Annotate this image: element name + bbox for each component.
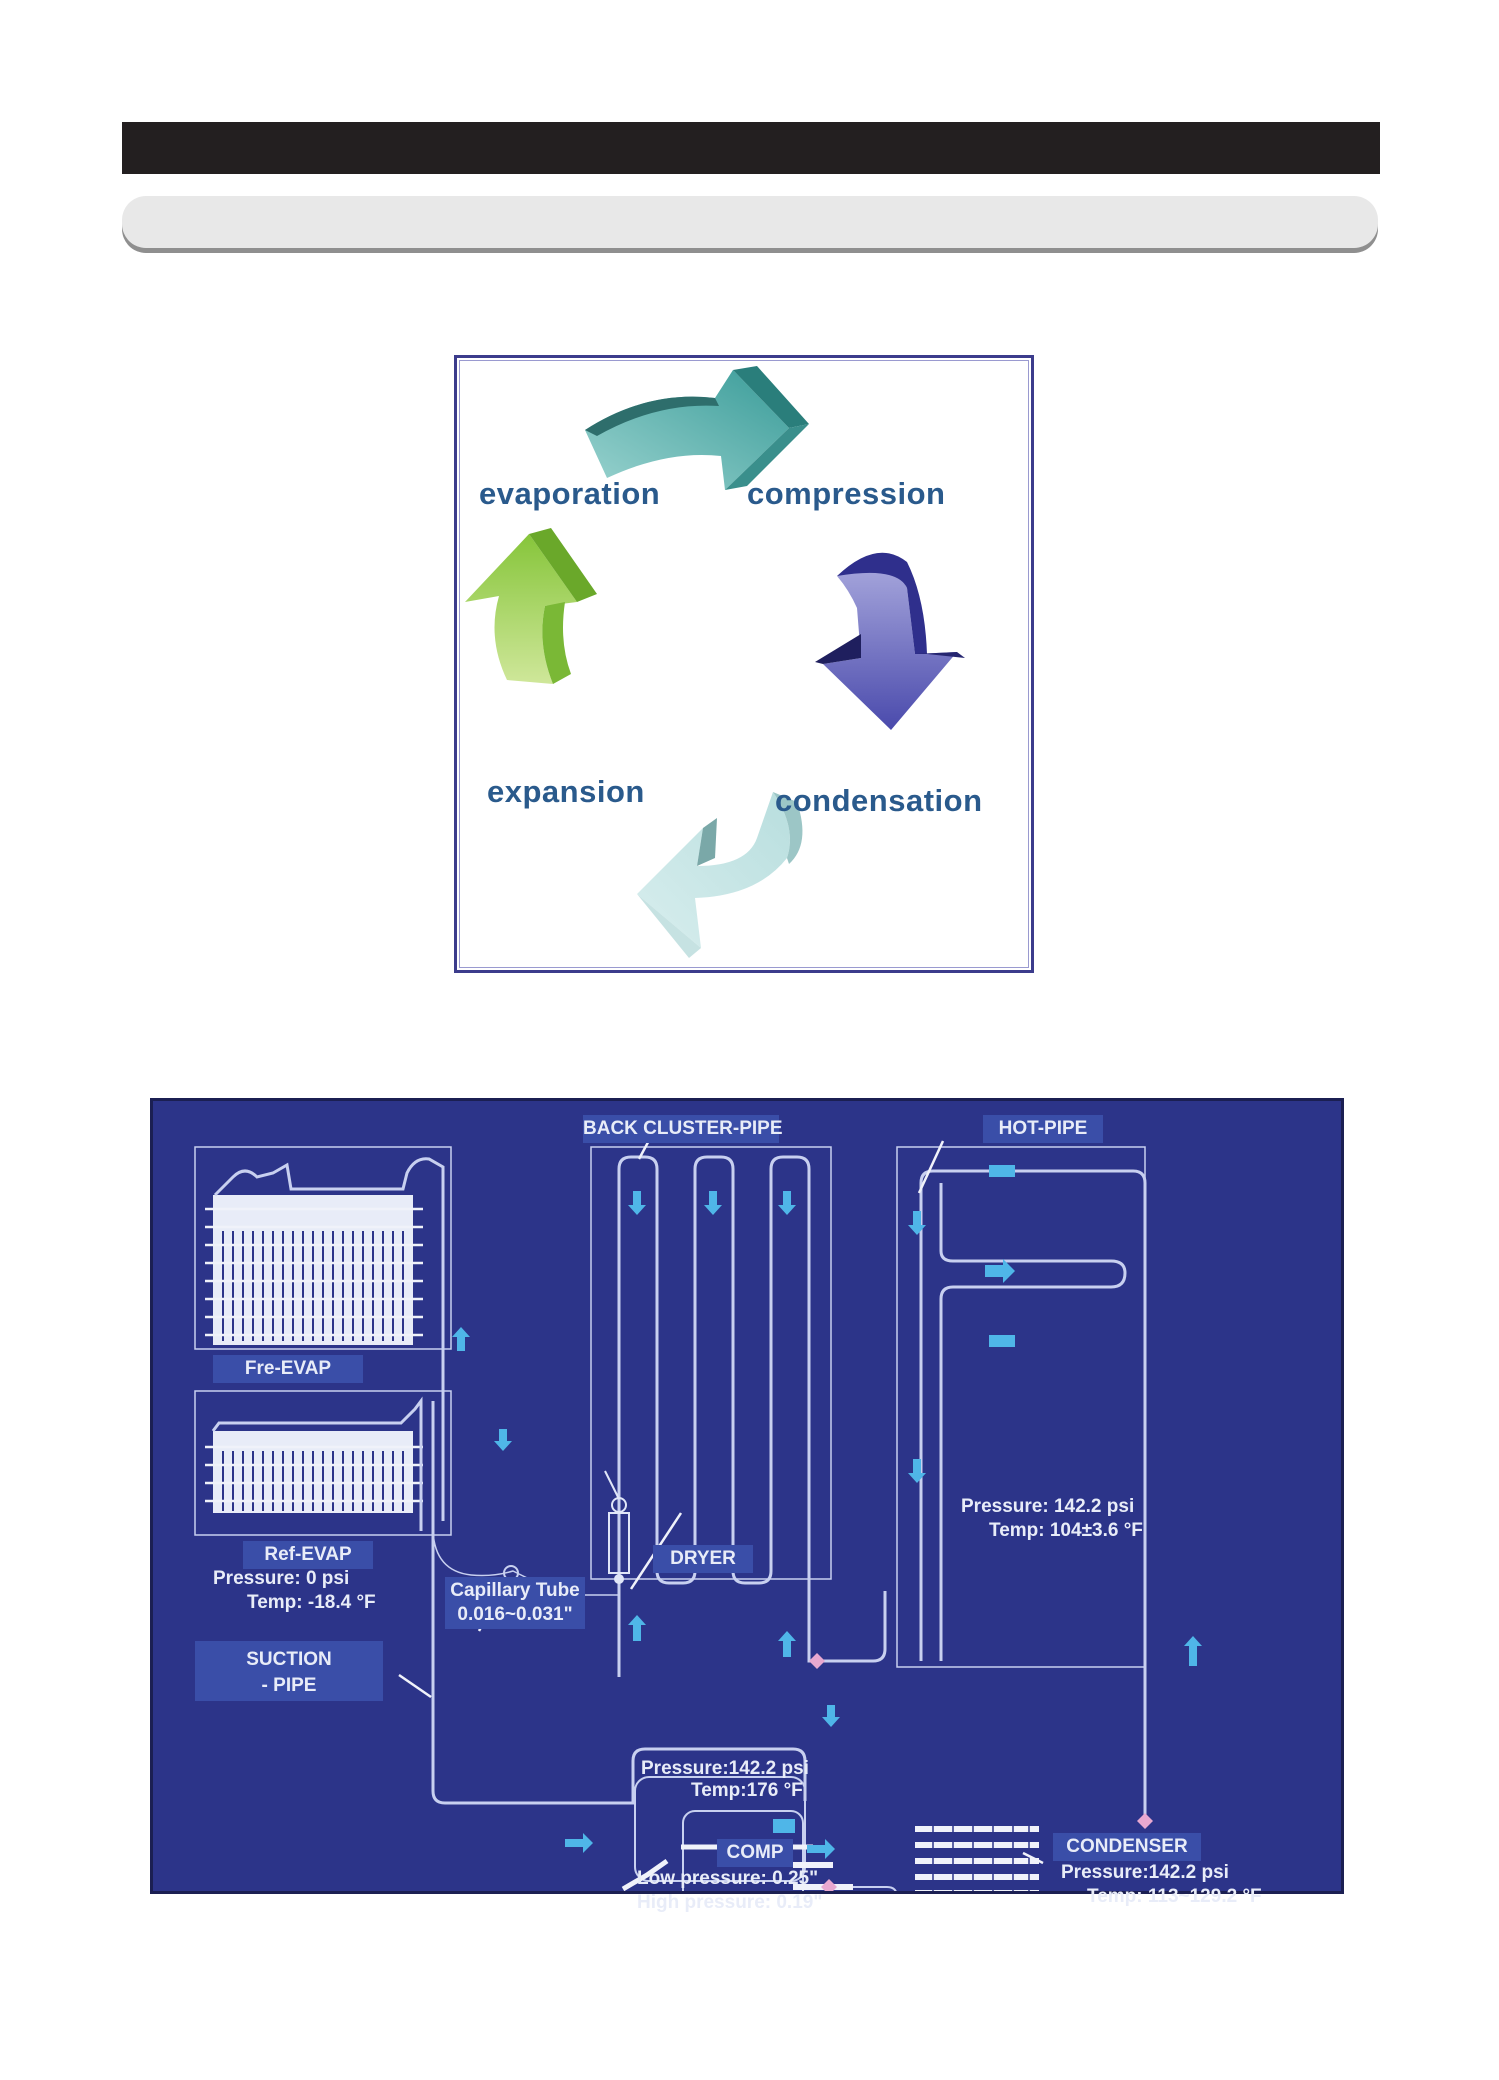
capillary-tube-diameter: 0.016~0.031"	[457, 1604, 573, 1625]
flow-arrow-down-icon	[908, 1211, 926, 1235]
refrigeration-cycle-figure: evaporation compression condensation exp…	[454, 355, 1034, 973]
joint-icon	[809, 1653, 825, 1669]
condenser-temp: Temp: 113~129.2 °F	[1087, 1886, 1262, 1907]
flow-arrow-down-icon	[628, 1191, 646, 1215]
section-subtitle-pill	[122, 196, 1378, 248]
ref-evap-temp: Temp: -18.4 °F	[247, 1592, 376, 1613]
joint-icon	[821, 1879, 837, 1891]
flow-arrow-up-icon	[628, 1615, 646, 1641]
label-compression: compression	[747, 476, 946, 511]
suction-pipe-line2: - PIPE	[261, 1675, 317, 1696]
comp-high-pressure: High pressure: 0.19"	[637, 1892, 823, 1913]
label-hot-pipe: HOT-PIPE	[983, 1115, 1103, 1143]
capillary-tube-title: Capillary Tube	[450, 1580, 580, 1601]
label-capillary-tube: Capillary Tube 0.016~0.031"	[445, 1577, 585, 1629]
condensation-arrow-icon	[815, 552, 965, 730]
section-header-bar	[122, 122, 1380, 174]
back-cluster-pipe	[617, 1155, 887, 1677]
flow-arrow-down-icon	[778, 1191, 796, 1215]
ref-evap-coil-icon	[205, 1396, 423, 1531]
evaporation-arrow-icon	[465, 528, 597, 684]
joint-markers	[809, 1653, 1153, 1891]
label-comp: COMP	[717, 1839, 793, 1867]
fre-evap-coil-icon	[205, 1157, 445, 1521]
label-dryer: DRYER	[653, 1545, 753, 1573]
label-expansion: expansion	[487, 774, 645, 809]
expansion-arrow-icon	[637, 792, 803, 958]
condenser-icon	[915, 1823, 1039, 1891]
flow-arrow-down-icon	[822, 1705, 840, 1727]
flow-arrow-right-icon	[807, 1839, 835, 1859]
label-condenser: CONDENSER	[1053, 1833, 1201, 1861]
ref-evap-pressure: Pressure: 0 psi	[213, 1568, 350, 1589]
hot-pipe-temp: Temp: 104±3.6 °F	[989, 1520, 1143, 1541]
pointer-hot-pipe	[917, 1140, 945, 1194]
flow-arrow-down-icon	[908, 1459, 926, 1483]
comp-low-pressure: Low pressure: 0.25"	[637, 1868, 819, 1889]
ref-evap-frame	[194, 1390, 452, 1536]
suction-pipe-line1: SUCTION	[246, 1649, 332, 1670]
hot-pipe-pressure: Pressure: 142.2 psi	[961, 1496, 1135, 1517]
cycle-arrows	[465, 366, 965, 958]
back-cluster-frame	[590, 1146, 832, 1580]
flow-arrow-down-icon	[494, 1429, 512, 1451]
joint-icon	[1137, 1813, 1153, 1829]
flow-arrow-up-icon	[778, 1631, 796, 1657]
comp-temp: Temp:176 °F	[691, 1780, 803, 1801]
label-back-cluster-pipe: BACK CLUSTER-PIPE	[583, 1115, 783, 1143]
flow-arrow-right-icon	[565, 1833, 593, 1853]
refrigerant-flow-diagram: Fre-EVAP Ref-EVAP Pressure: 0 psi Temp: …	[150, 1098, 1344, 1913]
pipe-schematic	[194, 1132, 1202, 1891]
pointer-condenser	[1022, 1851, 1044, 1865]
flow-arrow-right-icon	[985, 1259, 1015, 1283]
label-fre-evap: Fre-EVAP	[213, 1355, 363, 1383]
fre-evap-frame	[194, 1146, 452, 1350]
condenser-pressure: Pressure:142.2 psi	[1061, 1862, 1229, 1883]
compression-arrow-icon	[585, 366, 809, 490]
flow-arrow-up-icon	[1184, 1636, 1202, 1666]
label-evaporation: evaporation	[479, 476, 661, 511]
label-condensation: condensation	[775, 783, 983, 818]
flow-arrow-down-icon	[704, 1191, 722, 1215]
flow-arrows	[452, 1165, 1202, 1859]
suction-pipe	[431, 1401, 807, 1805]
comp-pressure: Pressure:142.2 psi	[641, 1758, 809, 1779]
flow-arrow-up-icon	[452, 1327, 470, 1351]
dryer-icon	[604, 1470, 630, 1584]
flow-arrow-left-icon	[773, 1819, 795, 1833]
flow-arrow-left-icon	[989, 1335, 1015, 1347]
label-ref-evap: Ref-EVAP	[243, 1541, 373, 1569]
flow-arrow-left-icon	[989, 1165, 1015, 1177]
pointer-suction	[398, 1673, 432, 1699]
hot-pipe-frame	[896, 1146, 1146, 1668]
hot-pipe	[919, 1169, 1147, 1819]
label-suction-pipe: SUCTION - PIPE	[195, 1641, 383, 1701]
